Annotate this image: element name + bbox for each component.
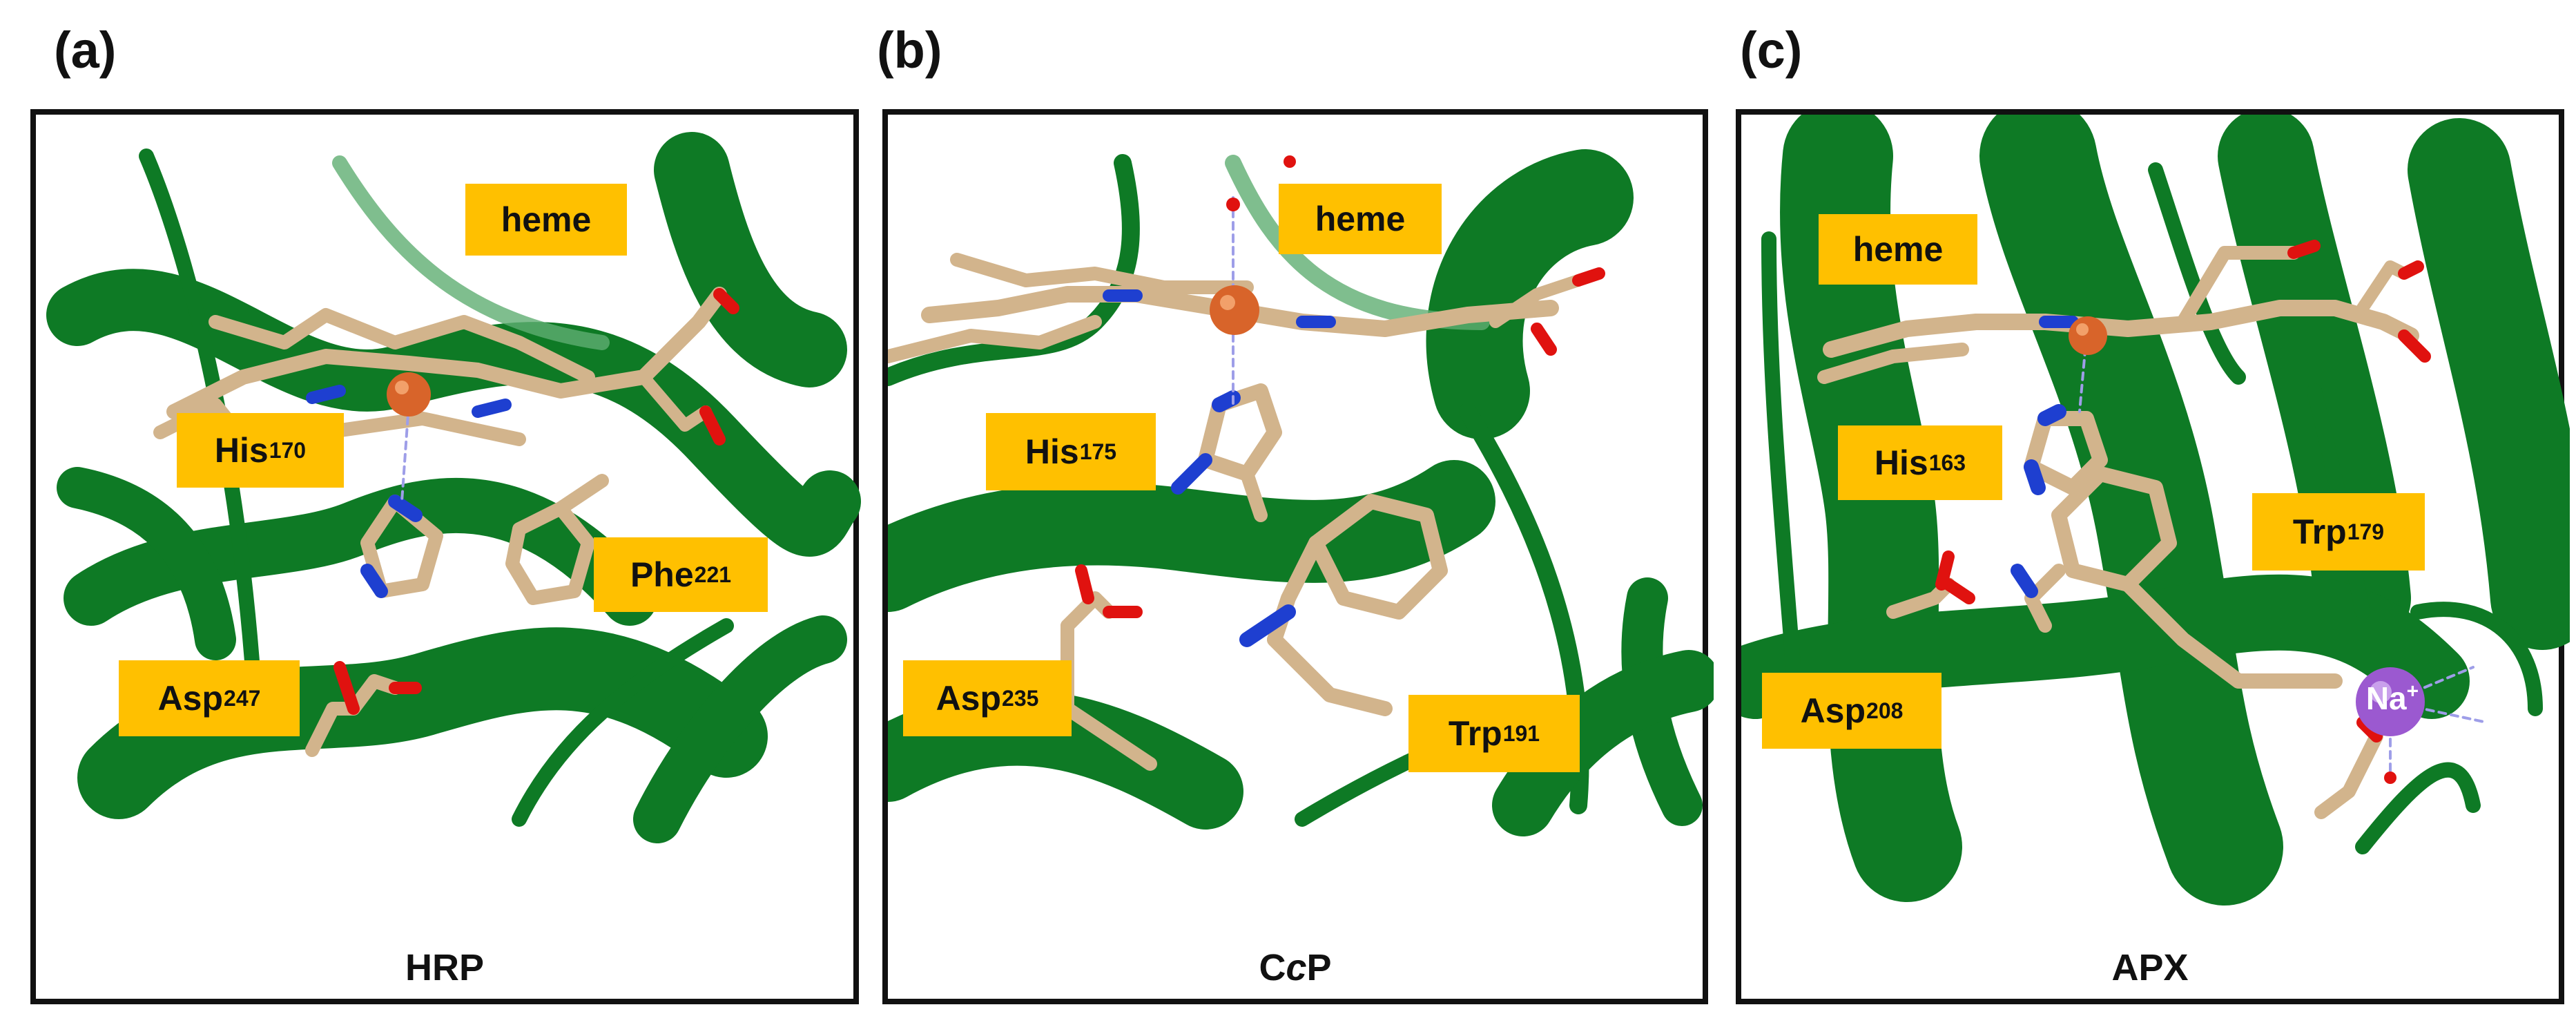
panel-b-caption: CcP: [1259, 947, 1332, 988]
panel-a-caption: HRP: [405, 947, 484, 988]
panel-c-caption: APX: [2111, 947, 2189, 988]
panel-b-tag: (b): [877, 21, 942, 79]
heme-label: heme: [1819, 214, 1977, 285]
panel-c-tag: (c): [1740, 21, 1803, 79]
panel-a-tag: (a): [54, 21, 117, 79]
heme-label: heme: [1279, 184, 1442, 254]
heme-label: heme: [465, 184, 627, 256]
sodium-ion-label: Na+: [2365, 680, 2419, 716]
